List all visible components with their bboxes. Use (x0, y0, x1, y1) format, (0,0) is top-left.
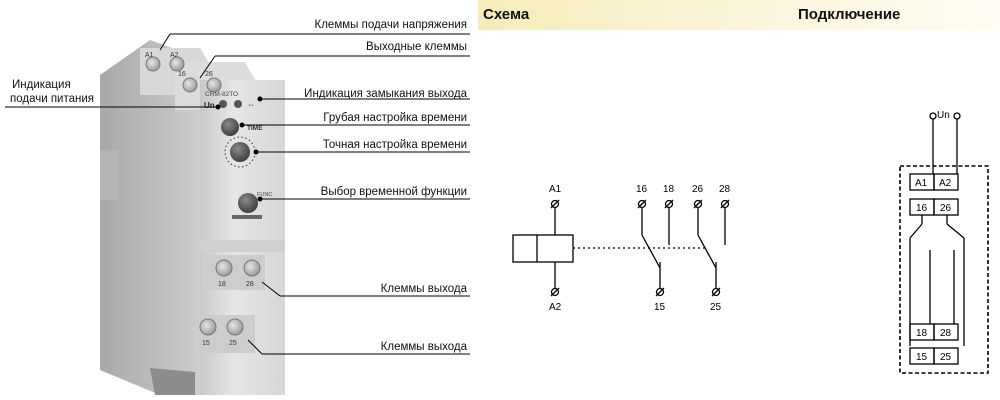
scheme-label-25: 25 (710, 302, 722, 313)
connection-label-a2: A2 (939, 178, 952, 189)
device-terminal-18: 18 (218, 281, 226, 288)
connection-label-26: 26 (940, 203, 952, 214)
section-header-bar: Схема Подключение (478, 0, 1000, 30)
label-power-indication-1: Индикация (12, 79, 71, 91)
device-terminal-15: 15 (202, 340, 210, 347)
device-terminal-26: 26 (205, 71, 213, 78)
header-scheme: Схема (483, 6, 530, 23)
scheme-label-28: 28 (719, 184, 731, 195)
connection-label-28: 28 (940, 328, 952, 339)
top-screws (145, 56, 222, 93)
mid-screw-18 (215, 259, 233, 277)
connection-diagram: Un A1 A2 16 26 18 28 15 25 (899, 110, 989, 374)
wiring-schematic: A1 A2 16 18 26 28 15 25 (512, 184, 731, 313)
label-output-terminals-top: Выходные клеммы (366, 41, 467, 53)
device-terminal-28: 28 (246, 281, 254, 288)
label-power-indication-2: подачи питания (10, 93, 95, 105)
device-func-label: FUNC (257, 192, 272, 198)
label-output-terminals-1: Клеммы выхода (380, 283, 467, 295)
function-knob[interactable] (238, 193, 258, 213)
device-terminal-a2: A2 (170, 52, 179, 59)
coarse-time-knob[interactable] (221, 118, 239, 136)
bottom-screw-15 (199, 318, 217, 336)
connection-label-25: 25 (940, 352, 952, 363)
mid-screw-28 (243, 259, 261, 277)
device-terminal-16: 16 (178, 71, 186, 78)
header-connection: Подключение (798, 6, 901, 23)
scheme-label-26: 26 (692, 184, 704, 195)
device-time-label: TIME (247, 125, 263, 132)
scheme-label-18: 18 (663, 184, 675, 195)
scheme-label-a2: A2 (549, 302, 562, 313)
connection-label-a1: A1 (915, 178, 928, 189)
scheme-label-16: 16 (636, 184, 648, 195)
callout-lines (5, 33, 470, 355)
connection-label-un: Un (937, 110, 950, 121)
label-coarse-time-setting: Грубая настройка времени (323, 112, 467, 124)
device-terminal-25: 25 (229, 340, 237, 347)
connection-label-18: 18 (916, 328, 928, 339)
label-output-closing-indication: Индикация замыкания выхода (304, 88, 467, 100)
relay-device-illustration: A1 A2 16 26 CRM-82TO Un ⇔ TIME FUNC 18 2… (5, 33, 470, 395)
label-fine-time-setting: Точная настройка времени (322, 139, 467, 151)
connection-label-16: 16 (916, 203, 928, 214)
output-led (234, 100, 242, 108)
scheme-label-a1: A1 (549, 184, 562, 195)
device-model: CRM-82TO (205, 91, 238, 98)
svg-text:⇔: ⇔ (247, 100, 255, 109)
device-un-label: Un (204, 101, 215, 110)
bottom-screw-25 (226, 318, 244, 336)
relay-coil (512, 234, 574, 263)
label-supply-terminals: Клеммы подачи напряжения (314, 19, 467, 31)
power-led (219, 100, 227, 108)
scheme-label-15: 15 (654, 302, 666, 313)
label-output-terminals-2: Клеммы выхода (380, 341, 467, 353)
fine-time-knob[interactable] (230, 142, 250, 162)
device-terminal-a1: A1 (145, 52, 154, 59)
label-time-function-select: Выбор временной функции (320, 186, 467, 198)
connection-outline (899, 165, 989, 374)
connection-label-15: 15 (916, 352, 928, 363)
